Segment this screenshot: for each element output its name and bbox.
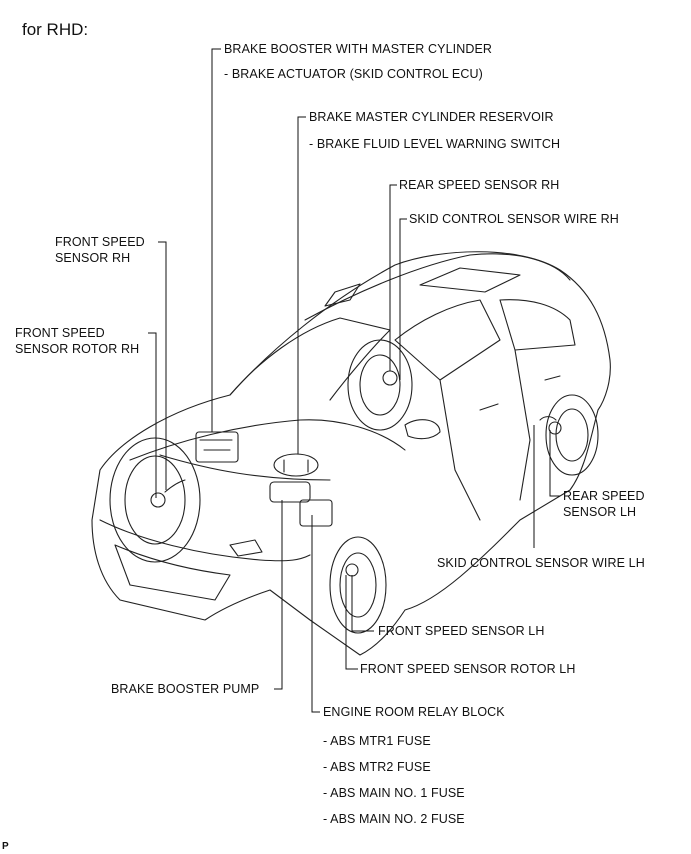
brake-actuator bbox=[195, 431, 239, 463]
wheel-front-rh bbox=[109, 437, 201, 563]
windshield bbox=[229, 317, 391, 401]
label-fuse-1: - ABS MTR1 FUSE bbox=[323, 734, 431, 748]
leader-rear-sensor-lh bbox=[549, 430, 560, 497]
label-fuse-4: - ABS MAIN NO. 2 FUSE bbox=[323, 812, 465, 826]
hood-line bbox=[129, 419, 406, 461]
reservoir bbox=[273, 453, 319, 477]
wheel-rear-lh bbox=[545, 394, 599, 476]
page-title: for RHD: bbox=[22, 20, 89, 39]
leader-relay-block bbox=[311, 515, 320, 713]
label-front-rotor-lh: FRONT SPEED SENSOR ROTOR LH bbox=[360, 662, 576, 676]
front-bumper bbox=[99, 519, 311, 562]
sunroof bbox=[419, 267, 521, 293]
booster-pump bbox=[269, 481, 311, 503]
label-booster-pump: BRAKE BOOSTER PUMP bbox=[111, 682, 260, 696]
side-mirror bbox=[404, 419, 441, 440]
leader-booster-pump bbox=[274, 500, 283, 690]
label-front-sensor-rh-2: SENSOR RH bbox=[55, 251, 131, 265]
door-line bbox=[439, 379, 481, 521]
wheel-front-lh bbox=[329, 536, 387, 634]
leader-rear-sensor-rh bbox=[389, 184, 397, 371]
figure-code: P bbox=[2, 841, 9, 852]
grille bbox=[114, 544, 231, 601]
leader-front-sensor-rh bbox=[158, 241, 167, 490]
label-rear-sensor-rh: REAR SPEED SENSOR RH bbox=[399, 178, 560, 192]
sensor-rear-rh bbox=[382, 370, 398, 386]
leader-front-rotor-rh bbox=[148, 332, 157, 498]
label-front-sensor-rh-1: FRONT SPEED bbox=[55, 235, 145, 249]
side-window-rear bbox=[499, 299, 576, 351]
label-rear-sensor-lh-2: SENSOR LH bbox=[563, 505, 637, 519]
sensor-front-lh bbox=[345, 563, 359, 577]
label-front-sensor-lh: FRONT SPEED SENSOR LH bbox=[378, 624, 545, 638]
label-fuse-2: - ABS MTR2 FUSE bbox=[323, 760, 431, 774]
leader-front-sensor-lh bbox=[351, 575, 374, 632]
leader-reservoir bbox=[297, 116, 306, 454]
side-window-front bbox=[394, 299, 501, 381]
wheel-rear-rh bbox=[347, 339, 413, 431]
fog-light bbox=[229, 539, 263, 557]
label-brake-booster: BRAKE BOOSTER WITH MASTER CYLINDER bbox=[224, 42, 493, 56]
hood-crease bbox=[159, 454, 331, 481]
door-line-rear bbox=[514, 349, 531, 501]
relay-block bbox=[299, 499, 333, 527]
roof-line bbox=[304, 253, 571, 321]
door-handle bbox=[479, 403, 499, 411]
label-front-rotor-rh-2: SENSOR ROTOR RH bbox=[15, 342, 140, 356]
sunroof-inner bbox=[324, 283, 361, 307]
leader-front-rotor-lh bbox=[345, 575, 358, 670]
label-skid-wire-lh: SKID CONTROL SENSOR WIRE LH bbox=[437, 556, 645, 570]
sensor-front-rh bbox=[150, 492, 166, 508]
label-fuse-3: - ABS MAIN NO. 1 FUSE bbox=[323, 786, 465, 800]
label-skid-wire-rh: SKID CONTROL SENSOR WIRE RH bbox=[409, 212, 619, 226]
label-front-rotor-rh-1: FRONT SPEED bbox=[15, 326, 105, 340]
label-rear-sensor-lh-1: REAR SPEED bbox=[563, 489, 645, 503]
label-fluid-switch: - BRAKE FLUID LEVEL WARNING SWITCH bbox=[309, 137, 561, 151]
label-brake-actuator: - BRAKE ACTUATOR (SKID CONTROL ECU) bbox=[224, 67, 483, 81]
sensor-rear-lh bbox=[548, 421, 562, 435]
door-handle-rear bbox=[544, 375, 561, 381]
label-relay-block: ENGINE ROOM RELAY BLOCK bbox=[323, 705, 505, 719]
leader-skid-wire-rh bbox=[399, 218, 407, 380]
leader-brake-booster bbox=[211, 48, 221, 432]
label-reservoir: BRAKE MASTER CYLINDER RESERVOIR bbox=[309, 110, 554, 124]
car-body-outline bbox=[91, 251, 611, 656]
